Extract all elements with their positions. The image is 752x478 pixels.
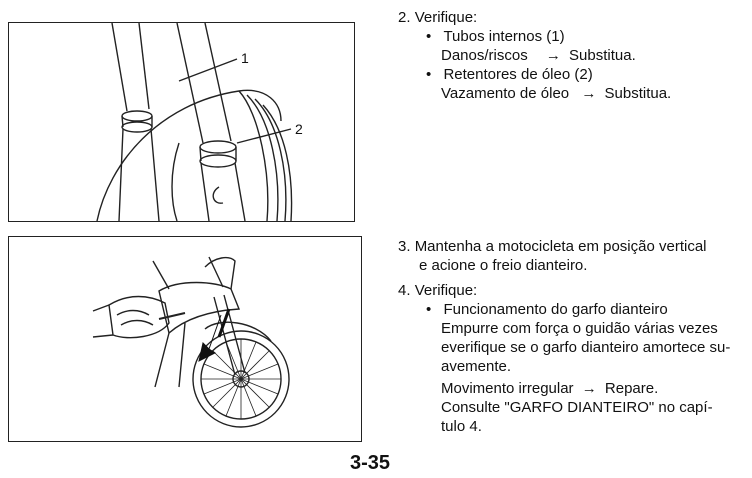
step-3-line-2: e acione o freio dianteiro.: [419, 257, 588, 274]
callout-2: 2: [295, 121, 303, 137]
bullet: •: [426, 66, 432, 83]
motorcycle-drawing: [92, 256, 290, 428]
step-2-item-1-check: Danos/riscos → Substitua.: [441, 46, 636, 65]
step-2: 2. Verifique:: [398, 8, 477, 27]
motorcycle-fork-test-illustration: [8, 236, 362, 442]
step-2-bullet-1: • Tubos internos (1): [426, 27, 565, 46]
step-4-irregular: Movimento irregular → Repare.: [441, 379, 658, 398]
bullet: •: [426, 301, 432, 318]
step-2-heading: Verifique:: [414, 9, 478, 26]
page-number: 3-35: [350, 452, 391, 474]
step-4-item-title: Funcionamento do garfo dianteiro: [443, 301, 668, 318]
step-2-item-2-title: Retentores de óleo (2): [443, 66, 593, 83]
step-2-item-1-condition: Danos/riscos: [441, 47, 528, 64]
arrow-icon: →: [581, 380, 597, 397]
step-4-line-6: tulo 4.: [441, 418, 482, 435]
step-3-line-1: Mantenha a motocicleta em posição vertic…: [414, 238, 707, 255]
step-2-item-2-check: Vazamento de óleo → Substitua.: [441, 84, 671, 103]
bullet: •: [426, 28, 432, 45]
step-3: 3. Mantenha a motocicleta em posição ver…: [398, 237, 707, 256]
step-4-irregular-action: Repare.: [604, 380, 659, 397]
step-2-item-1-title: Tubos internos (1): [443, 28, 565, 45]
step-2-item-1-action: Substitua.: [569, 47, 636, 64]
step-2-bullet-2: • Retentores de óleo (2): [426, 65, 593, 84]
step-4: 4. Verifique:: [398, 281, 477, 300]
step-2-item-2-condition: Vazamento de óleo: [441, 85, 570, 102]
step-4-heading: Verifique:: [414, 282, 478, 299]
fork-tubes-drawing: 1 2: [96, 23, 303, 221]
step-2-item-2-action: Substitua.: [604, 85, 672, 102]
step-4-bullet: • Funcionamento do garfo dianteiro: [426, 300, 668, 319]
callout-1: 1: [241, 50, 249, 66]
fork-tubes-illustration: 1 2: [8, 22, 355, 222]
step-3-number: 3.: [398, 238, 411, 255]
step-4-line-1: Empurre com força o guidão várias vezes: [441, 320, 718, 337]
step-4-line-2: everifique se o garfo dianteiro amortece…: [441, 339, 731, 356]
step-4-line-5: Consulte "GARFO DIANTEIRO" no capí-: [441, 399, 713, 416]
step-2-number: 2.: [398, 9, 411, 26]
arrow-icon: →: [545, 47, 561, 64]
step-4-line-3: avemente.: [441, 358, 512, 375]
step-4-number: 4.: [398, 282, 411, 299]
step-4-line-4: Movimento irregular: [441, 380, 574, 397]
arrow-icon: →: [581, 85, 597, 102]
